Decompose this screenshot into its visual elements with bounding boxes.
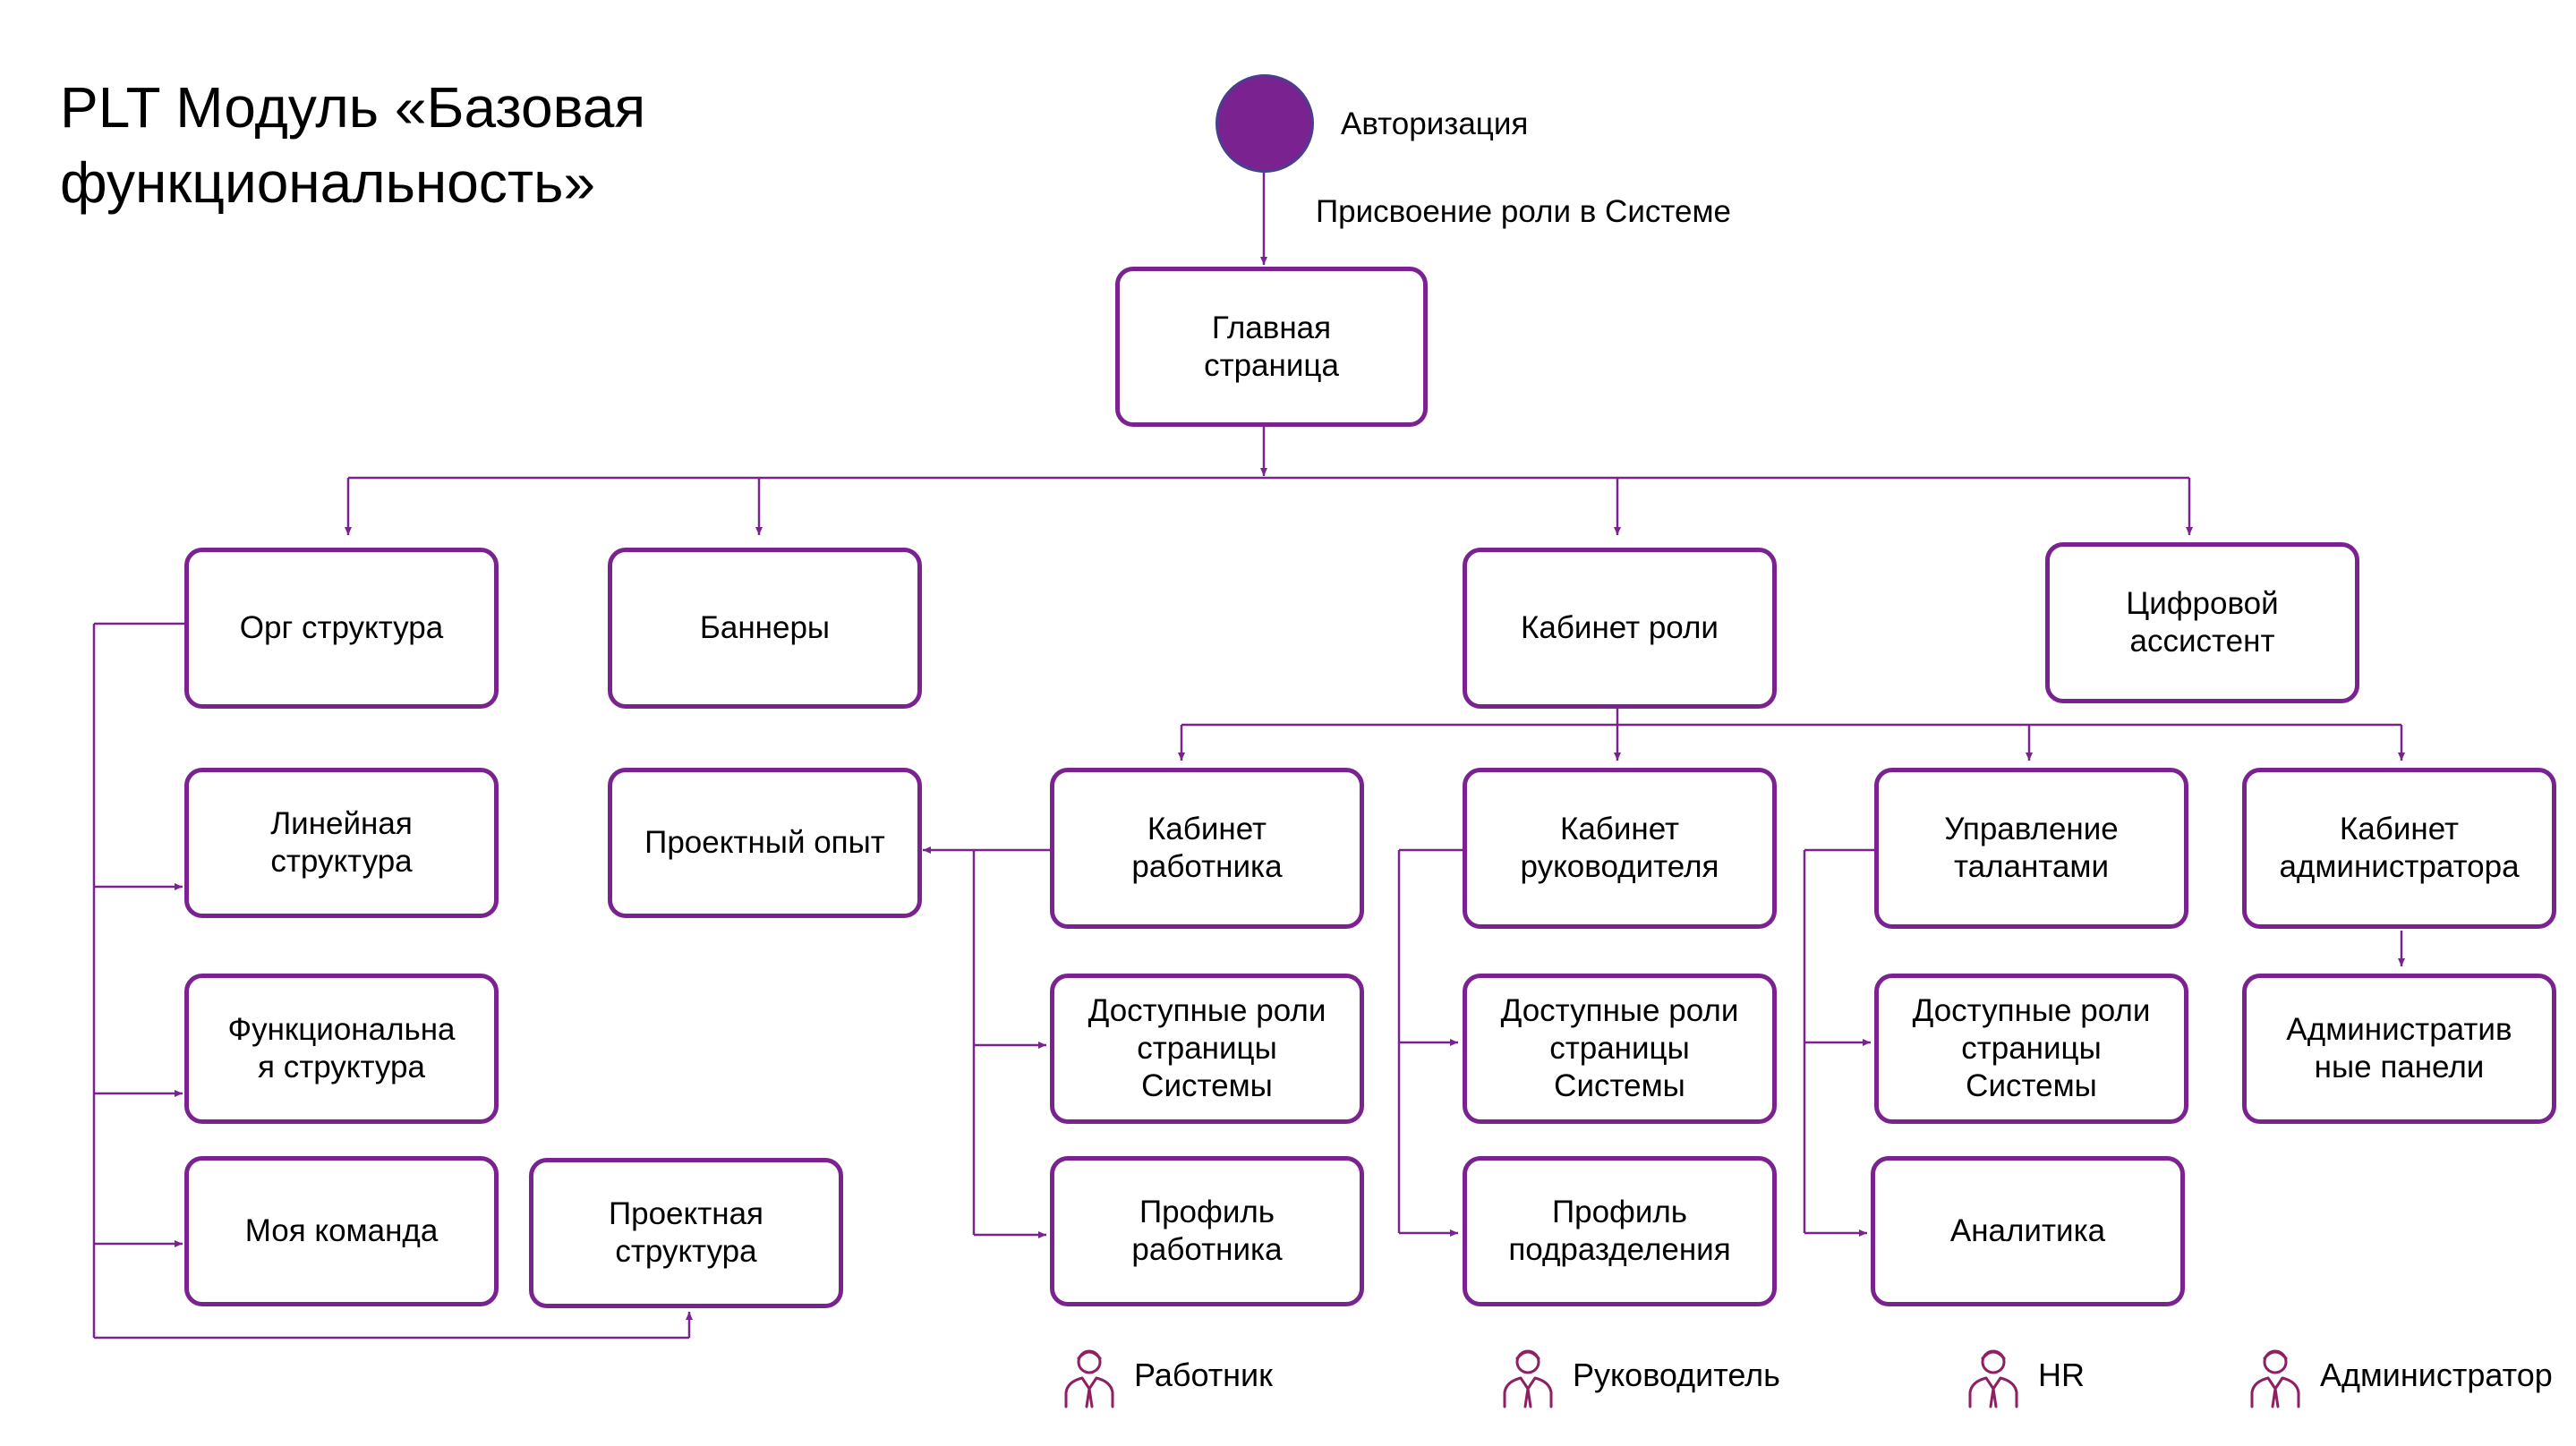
legend-employee: Работник — [1061, 1342, 1273, 1408]
node-employee-roles[interactable]: Доступные роли страницы Системы — [1050, 974, 1364, 1124]
person-icon — [1064, 1349, 1114, 1408]
node-talent-roles[interactable]: Доступные роли страницы Системы — [1874, 974, 2188, 1124]
node-home[interactable]: Главная страница — [1115, 267, 1428, 427]
node-employee-profile[interactable]: Профиль работника — [1050, 1156, 1364, 1306]
legend-admin: Администратор — [2247, 1342, 2553, 1408]
node-org-structure[interactable]: Орг структура — [184, 548, 499, 709]
node-linear-structure[interactable]: Линейная структура — [184, 768, 499, 918]
person-icon — [2250, 1349, 2300, 1408]
legend-hr: HR — [1965, 1342, 2085, 1408]
page-title: PLT Модуль «Базовая функциональность» — [60, 75, 646, 215]
node-role-cabinet[interactable]: Кабинет роли — [1463, 548, 1777, 709]
node-department-profile[interactable]: Профиль подразделения — [1463, 1156, 1777, 1306]
legend-label: Руководитель — [1573, 1357, 1780, 1393]
person-icon — [1503, 1349, 1553, 1408]
person-icon — [1968, 1349, 2018, 1408]
node-functional-structure[interactable]: Функциональна я структура — [184, 974, 499, 1124]
node-admin-cabinet[interactable]: Кабинет администратора — [2242, 768, 2556, 929]
legend-label: Работник — [1134, 1357, 1273, 1393]
legend-label: HR — [2038, 1357, 2085, 1393]
node-project-structure[interactable]: Проектная структура — [529, 1158, 843, 1308]
edge-label: Присвоение роли в Системе — [1316, 194, 1732, 229]
node-my-team[interactable]: Моя команда — [184, 1156, 499, 1306]
node-employee-cabinet[interactable]: Кабинет работника — [1050, 768, 1364, 929]
legend-label: Администратор — [2320, 1357, 2553, 1393]
node-manager-roles[interactable]: Доступные роли страницы Системы — [1463, 974, 1777, 1124]
node-digital-assistant[interactable]: Цифровой ассистент — [2045, 542, 2359, 703]
node-talent-management[interactable]: Управление талантами — [1874, 768, 2188, 929]
node-project-experience[interactable]: Проектный опыт — [608, 768, 922, 918]
node-analytics[interactable]: Аналитика — [1871, 1156, 2185, 1306]
node-admin-panels[interactable]: Административ ные панели — [2242, 974, 2556, 1124]
node-banners[interactable]: Баннеры — [608, 548, 922, 709]
start-node-circle[interactable] — [1215, 74, 1314, 173]
node-manager-cabinet[interactable]: Кабинет руководителя — [1463, 768, 1777, 929]
legend-manager: Руководитель — [1499, 1342, 1780, 1408]
start-node-label: Авторизация — [1341, 106, 1529, 141]
